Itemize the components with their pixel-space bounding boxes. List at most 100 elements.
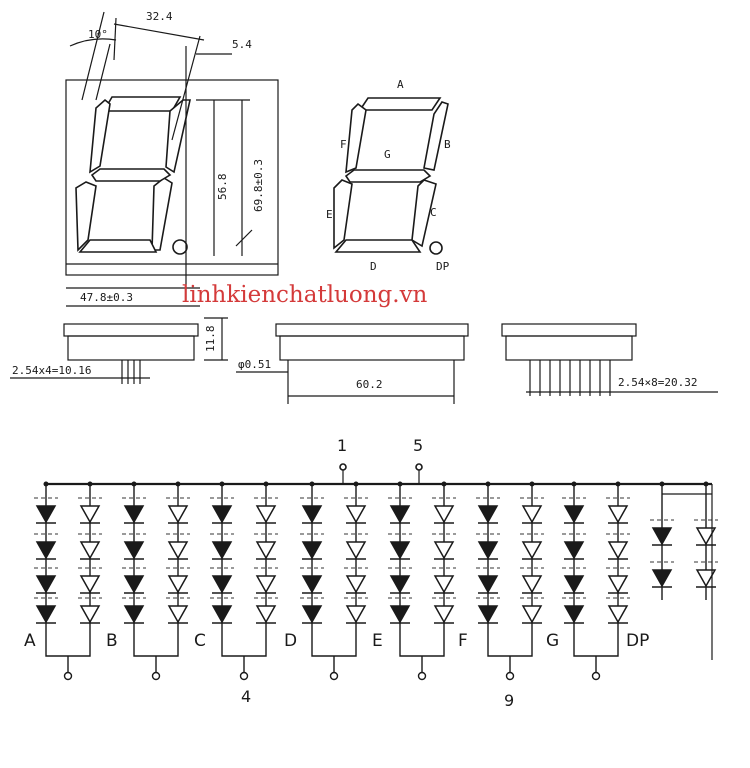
- diode-1-0-2: [123, 575, 145, 594]
- dim-height-inner: 56.8: [216, 174, 229, 201]
- junction-dot: [263, 481, 269, 487]
- junction-dot: [571, 481, 577, 487]
- schematic-label-f: F: [458, 631, 468, 651]
- schematic: 1 5 A B C D E F G DP 4 9: [24, 436, 718, 710]
- legend-segment-b: [423, 101, 449, 171]
- diode-5-0-0: [477, 505, 499, 524]
- junction-dot: [485, 481, 491, 487]
- schematic-label-e: E: [372, 631, 383, 651]
- right-view-top-plate: [501, 323, 637, 337]
- junction-dot: [131, 481, 137, 487]
- right-view-pins: [529, 360, 611, 396]
- diode-3-0-1: [301, 541, 323, 560]
- legend-label-c: C: [430, 206, 437, 219]
- left-view-body: [67, 335, 195, 361]
- front-segment-f: [89, 98, 111, 174]
- diode-1-1-2: [167, 575, 189, 594]
- diode-6-0-3: [563, 605, 585, 624]
- diode-1-0-3: [123, 605, 145, 624]
- front-segment-a: [102, 96, 182, 112]
- legend-decimal-point: [429, 241, 443, 255]
- junction-dot: [87, 481, 93, 487]
- segment-bottom-terminal: [63, 671, 73, 681]
- diode-6-0-0: [563, 505, 585, 524]
- diode-4-0-0: [389, 505, 411, 524]
- left-pitch: 2.54x4=10.16: [12, 364, 91, 377]
- diode-0-1-0: [79, 505, 101, 524]
- legend-label-g: G: [384, 148, 391, 161]
- pin-1-terminal: [339, 463, 347, 471]
- diode-4-1-0: [433, 505, 455, 524]
- diode-5-0-2: [477, 575, 499, 594]
- diode-4-1-3: [433, 605, 455, 624]
- junction-dot: [397, 481, 403, 487]
- legend-segment-e: [333, 179, 353, 250]
- diode-7-1-0: [695, 527, 717, 546]
- dim-angle: 10°: [88, 28, 108, 41]
- legend-label-dp: DP: [436, 260, 450, 273]
- diode-0-0-0: [35, 505, 57, 524]
- left-side-view: 2.54x4=10.16 11.8: [10, 317, 228, 384]
- front-view: 10° 32.4 5.4 56.8 69.8±0.3 47.8±0.3: [65, 10, 279, 307]
- junction-dot: [615, 481, 621, 487]
- front-segment-e: [75, 181, 97, 252]
- junction-dot: [309, 481, 315, 487]
- right-view-body: [505, 335, 633, 361]
- legend-label-d: D: [370, 260, 377, 273]
- diode-5-1-0: [521, 505, 543, 524]
- diode-2-1-3: [255, 605, 277, 624]
- diode-4-0-2: [389, 575, 411, 594]
- segment-bottom-link: [311, 632, 357, 657]
- front-segment-b: [165, 99, 191, 174]
- diode-6-1-0: [607, 505, 629, 524]
- diode-2-1-2: [255, 575, 277, 594]
- diode-1-0-1: [123, 541, 145, 560]
- diode-4-1-2: [433, 575, 455, 594]
- diode-6-1-2: [607, 575, 629, 594]
- legend-label-f: F: [340, 138, 347, 151]
- diode-1-1-1: [167, 541, 189, 560]
- diode-2-1-0: [255, 505, 277, 524]
- right-pitch: 2.54×8=20.32: [618, 376, 697, 389]
- middle-side-view: φ0.51 60.2: [236, 323, 469, 404]
- diode-4-1-1: [433, 541, 455, 560]
- diode-7-0-0: [651, 527, 673, 546]
- diode-2-0-2: [211, 575, 233, 594]
- front-segment-c: [151, 177, 173, 251]
- junction-dot: [529, 481, 535, 487]
- diode-4-0-3: [389, 605, 411, 624]
- diode-2-1-1: [255, 541, 277, 560]
- front-segment-d: [78, 239, 158, 253]
- front-segment-g: [90, 168, 172, 182]
- pin-4-label: 4: [241, 687, 251, 706]
- pin-5-label: 5: [413, 436, 423, 455]
- pin-1-label: 1: [337, 436, 347, 455]
- segment-bottom-link: [487, 632, 533, 657]
- diode-0-0-3: [35, 605, 57, 624]
- display-body-outline: [65, 79, 279, 276]
- schematic-label-g: G: [546, 631, 559, 651]
- junction-dot: [43, 481, 49, 487]
- diode-5-0-3: [477, 605, 499, 624]
- segment-bottom-terminal: [329, 671, 339, 681]
- legend-segment-g: [344, 169, 432, 183]
- diode-6-1-3: [607, 605, 629, 624]
- segment-bottom-terminal: [591, 671, 601, 681]
- pin-diameter: φ0.51: [238, 358, 271, 371]
- legend-segment-d: [334, 239, 422, 253]
- diode-6-1-1: [607, 541, 629, 560]
- diode-0-0-1: [35, 541, 57, 560]
- dim-top-line: [113, 23, 205, 41]
- angle-ref-line-2: [95, 43, 111, 101]
- pin-9-label: 9: [504, 691, 514, 710]
- legend-segment-f: [345, 102, 367, 174]
- diode-2-0-1: [211, 541, 233, 560]
- segment-bottom-terminal: [239, 671, 249, 681]
- diode-4-0-1: [389, 541, 411, 560]
- diode-3-1-0: [345, 505, 367, 524]
- legend-segment-c: [411, 179, 437, 248]
- diode-5-1-2: [521, 575, 543, 594]
- diode-0-1-3: [79, 605, 101, 624]
- junction-dot: [353, 481, 359, 487]
- dim-height-ext-bottom: [235, 229, 253, 247]
